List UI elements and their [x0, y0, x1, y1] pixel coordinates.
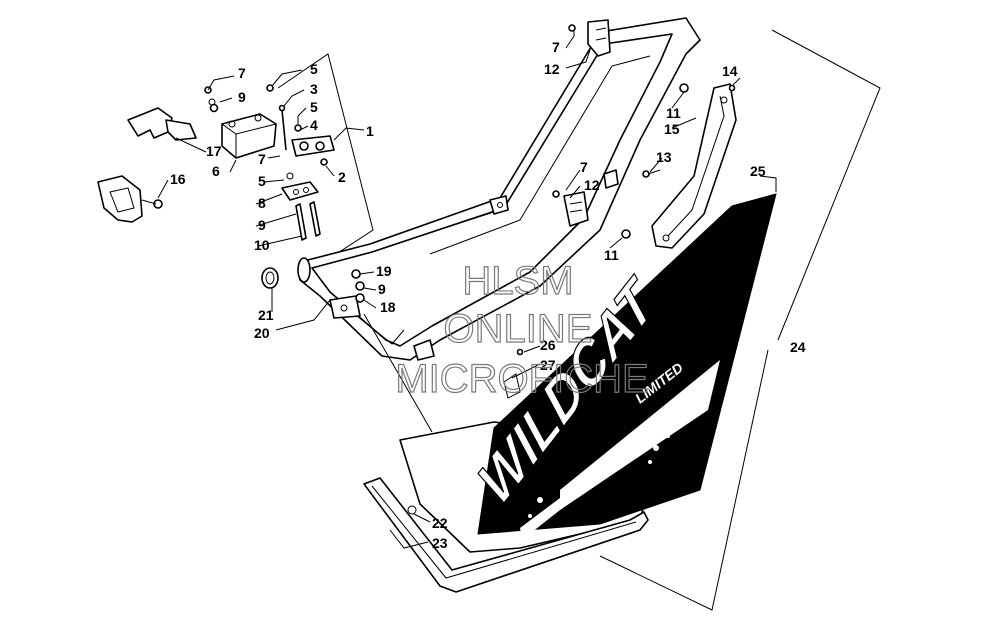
callout-11-low: 11: [604, 247, 619, 263]
decal-spatter: [528, 434, 670, 518]
callout-8: 8: [258, 195, 266, 211]
callout-7-left: 7: [238, 65, 246, 81]
watermark-line-2: ONLINE: [444, 307, 593, 351]
callout-14: 14: [722, 63, 738, 79]
callout-21: 21: [258, 307, 274, 323]
callout-27: 27: [540, 357, 556, 373]
callout-1: 1: [366, 123, 374, 139]
callout-2: 2: [338, 169, 346, 185]
callout-22: 22: [432, 515, 448, 531]
callout-11-top: 11: [666, 105, 681, 121]
callout-5-top: 5: [310, 61, 318, 77]
watermark: HLSM ONLINE MICROFICHE: [395, 258, 650, 401]
callout-10: 10: [254, 237, 270, 253]
panel-group-outline: [363, 29, 881, 611]
callout-5-low: 5: [258, 173, 266, 189]
callout-12-top: 12: [544, 61, 560, 77]
top-clip-bracket: [568, 19, 611, 57]
callout-9-left: 9: [238, 89, 246, 105]
callout-4: 4: [310, 117, 318, 133]
callout-19: 19: [376, 263, 392, 279]
watermark-line-3: MICROFICHE: [395, 357, 648, 401]
callout-12-mid: 12: [584, 177, 600, 193]
callout-16: 16: [170, 171, 186, 187]
callout-20: 20: [254, 325, 270, 341]
callout-9-low: 9: [378, 281, 386, 297]
bracket-group-outline: [277, 53, 374, 263]
callout-25: 25: [750, 163, 766, 179]
callout-26: 26: [540, 337, 556, 353]
callout-5-mid: 5: [310, 99, 318, 115]
callout-7-top: 7: [552, 39, 560, 55]
hoop-frame: [261, 17, 701, 361]
callout-23: 23: [432, 535, 448, 551]
callout-6: 6: [212, 163, 220, 179]
callout-24: 24: [790, 339, 806, 355]
callout-9-mid: 9: [258, 217, 266, 233]
side-rail-bracket: [621, 83, 737, 249]
watermark-line-1: HLSM: [462, 259, 573, 303]
mid-clip-bracket: [552, 169, 619, 227]
leader-lines: [157, 30, 777, 549]
callout-labels: 1 2 3 4 5 5 5 6 7 7 7 7 8 9 9 9 10 11 11…: [170, 39, 806, 551]
callout-13: 13: [656, 149, 672, 165]
callout-15: 15: [664, 121, 680, 137]
callout-7-right: 7: [580, 159, 588, 175]
left-mount-assembly: [97, 84, 365, 303]
callout-17: 17: [206, 143, 222, 159]
callout-3: 3: [310, 81, 318, 97]
callout-18: 18: [380, 299, 396, 315]
callout-7-mid: 7: [258, 151, 266, 167]
